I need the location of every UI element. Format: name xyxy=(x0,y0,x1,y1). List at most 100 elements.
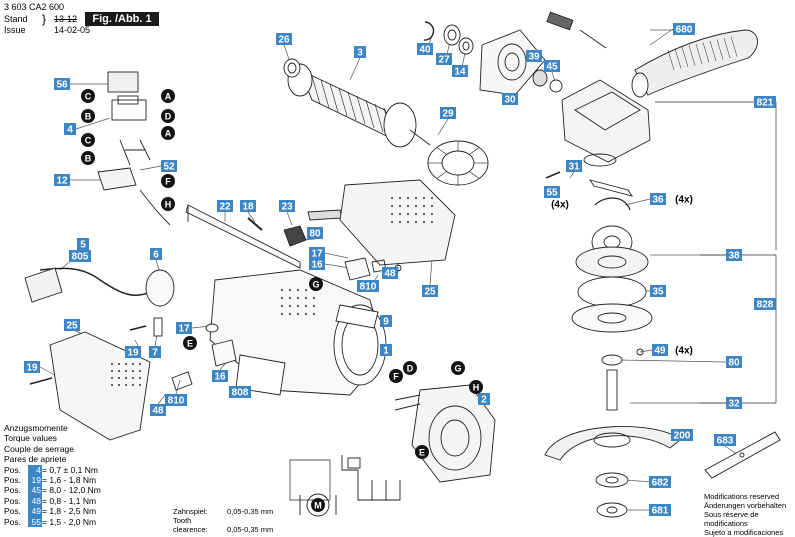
svg-text:40: 40 xyxy=(419,45,431,56)
callout-808: 808 xyxy=(229,386,251,399)
callout-22: 22 xyxy=(217,200,233,213)
svg-text:E: E xyxy=(187,339,193,349)
callout-200: 200 xyxy=(671,429,693,442)
callout-9: 9 xyxy=(380,315,392,328)
callout-55: 55 xyxy=(544,186,560,199)
torque-row: Pos.19= 1,6 - 1,8 Nm xyxy=(4,475,97,486)
stand-old: 13-12 xyxy=(54,14,78,24)
callout-14: 14 xyxy=(452,65,468,78)
callout-5: 5 xyxy=(77,238,89,251)
parts-drawing xyxy=(24,11,781,518)
torque-row: Pos.45= 8,0 - 12,0 Nm xyxy=(4,485,101,496)
callout-26: 26 xyxy=(276,33,292,46)
svg-text:1: 1 xyxy=(383,346,389,357)
svg-text:682: 682 xyxy=(652,478,669,489)
marker-H: H xyxy=(161,197,175,211)
svg-text:D: D xyxy=(407,364,414,374)
callout-3: 3 xyxy=(354,46,366,59)
callout-821: 821 xyxy=(754,96,776,109)
callout-7: 7 xyxy=(149,346,161,359)
callout-16: 16 xyxy=(309,258,325,271)
svg-text:48: 48 xyxy=(384,269,396,280)
svg-text:810: 810 xyxy=(360,282,377,293)
callout-56: 56 xyxy=(54,78,70,91)
callout-27: 27 xyxy=(436,53,452,66)
svg-text:810: 810 xyxy=(168,396,185,407)
marker-E: E xyxy=(415,445,429,459)
tooth-clearance: Zahnspiel:0,05-0,35 mm Tooth clearence:0… xyxy=(173,507,274,534)
callout-16: 16 xyxy=(212,370,228,383)
svg-text:828: 828 xyxy=(757,300,774,311)
torque-title-es: Pares de apriete xyxy=(4,454,67,465)
callout-681: 681 xyxy=(649,504,671,517)
quantity-label: (4x) xyxy=(675,346,693,357)
callout-35: 35 xyxy=(650,285,666,298)
brace: } xyxy=(42,12,47,26)
svg-text:48: 48 xyxy=(152,406,164,417)
callout-683: 683 xyxy=(714,434,736,447)
svg-text:30: 30 xyxy=(504,95,516,106)
callout-682: 682 xyxy=(649,476,671,489)
callout-25: 25 xyxy=(64,319,80,332)
svg-text:17: 17 xyxy=(311,249,323,260)
quantity-label: (4x) xyxy=(675,195,693,206)
callout-17: 17 xyxy=(309,247,325,260)
svg-text:19: 19 xyxy=(127,348,139,359)
svg-text:23: 23 xyxy=(281,202,293,213)
svg-text:32: 32 xyxy=(728,399,740,410)
marker-M: M xyxy=(311,498,325,512)
svg-text:49: 49 xyxy=(654,346,666,357)
svg-text:C: C xyxy=(85,92,92,102)
callout-1: 1 xyxy=(380,344,392,357)
callout-31: 31 xyxy=(566,160,582,173)
svg-text:56: 56 xyxy=(56,80,68,91)
marker-G: G xyxy=(309,277,323,291)
torque-title-de: Anzugsmomente xyxy=(4,423,68,433)
svg-text:808: 808 xyxy=(232,388,249,399)
marker-E: E xyxy=(183,336,197,350)
svg-text:D: D xyxy=(165,112,172,122)
svg-text:80: 80 xyxy=(728,358,740,369)
modifications-notice: Modifications reserved Änderungen vorbeh… xyxy=(704,492,787,537)
callout-19: 19 xyxy=(24,361,40,374)
callout-49: 49 xyxy=(652,344,668,357)
quantity-label: (4x) xyxy=(551,200,569,211)
callout-19: 19 xyxy=(125,346,141,359)
marker-C: C xyxy=(81,133,95,147)
marker-D: D xyxy=(161,109,175,123)
torque-row: Pos.55= 1,5 - 2,0 Nm xyxy=(4,516,97,528)
callout-828: 828 xyxy=(754,298,776,311)
svg-text:F: F xyxy=(165,177,171,187)
marker-C: C xyxy=(81,89,95,103)
svg-text:19: 19 xyxy=(26,363,38,374)
svg-text:4: 4 xyxy=(67,125,73,136)
callout-805: 805 xyxy=(69,250,91,263)
torque-row: Pos.4= 0,7 ± 0,1 Nm xyxy=(4,464,98,476)
callout-12: 12 xyxy=(54,174,70,187)
svg-text:9: 9 xyxy=(383,317,389,328)
callout-80: 80 xyxy=(726,356,742,369)
svg-text:C: C xyxy=(85,136,92,146)
svg-text:52: 52 xyxy=(163,162,175,173)
svg-text:14: 14 xyxy=(454,67,466,78)
svg-text:7: 7 xyxy=(152,348,158,359)
svg-text:39: 39 xyxy=(528,52,540,63)
svg-text:27: 27 xyxy=(438,55,450,66)
marker-H: H xyxy=(469,380,483,394)
callout-32: 32 xyxy=(726,397,742,410)
svg-text:17: 17 xyxy=(178,324,190,335)
callout-48: 48 xyxy=(382,267,398,280)
svg-text:25: 25 xyxy=(424,287,436,298)
svg-text:A: A xyxy=(165,129,172,139)
issue-date: 14-02-05 xyxy=(54,25,91,35)
svg-text:821: 821 xyxy=(757,98,774,109)
callout-38: 38 xyxy=(726,249,742,262)
svg-text:26: 26 xyxy=(278,35,290,46)
callout-29: 29 xyxy=(440,107,456,120)
svg-text:M: M xyxy=(314,501,322,511)
callout-39: 39 xyxy=(526,50,542,63)
svg-text:G: G xyxy=(312,280,319,290)
